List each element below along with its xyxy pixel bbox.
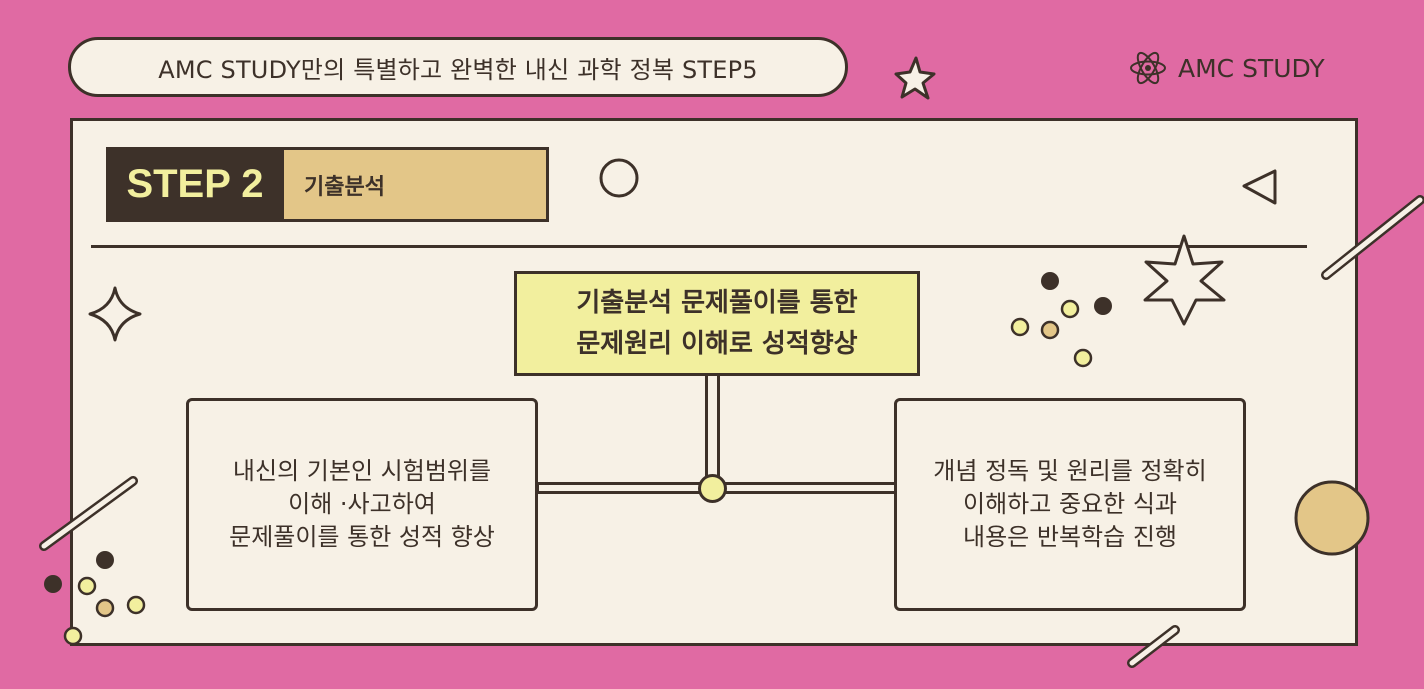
star-icon — [894, 56, 936, 100]
step-number: STEP 2 — [106, 147, 284, 222]
right-info-box: 개념 정독 및 원리를 정확히 이해하고 중요한 식과 내용은 반복학습 진행 — [894, 398, 1246, 611]
connector-node — [698, 474, 727, 503]
step-title: 기출분석 — [304, 174, 385, 200]
header-title: AMC STUDY만의 특별하고 완벽한 내신 과학 정복 STEP5 — [158, 55, 758, 84]
left-line-2: 이해 ·사고하여 — [288, 490, 436, 518]
right-line-2: 이해하고 중요한 식과 — [963, 490, 1177, 518]
left-info-box: 내신의 기본인 시험범위를 이해 ·사고하여 문제풀이를 통한 성적 향상 — [186, 398, 538, 611]
divider — [91, 245, 1307, 248]
left-line-3: 문제풀이를 통한 성적 향상 — [229, 523, 495, 551]
center-line-2: 문제원리 이해로 성적향상 — [576, 328, 858, 359]
brand-name: AMC STUDY — [1178, 53, 1325, 83]
right-line-3: 내용은 반복학습 진행 — [963, 523, 1177, 551]
right-line-1: 개념 정독 및 원리를 정확히 — [933, 457, 1207, 485]
step-title-box: 기출분석 — [281, 147, 549, 222]
atom-icon — [1130, 51, 1166, 85]
center-summary-box: 기출분석 문제풀이를 통한 문제원리 이해로 성적향상 — [514, 271, 920, 376]
step-label: STEP 2 — [126, 162, 264, 206]
dot — [44, 575, 62, 593]
header-title-pill: AMC STUDY만의 특별하고 완벽한 내신 과학 정복 STEP5 — [68, 37, 848, 97]
brand-logo: AMC STUDY — [1128, 50, 1325, 86]
left-line-1: 내신의 기본인 시험범위를 — [232, 457, 492, 485]
center-line-1: 기출분석 문제풀이를 통한 — [576, 287, 858, 318]
